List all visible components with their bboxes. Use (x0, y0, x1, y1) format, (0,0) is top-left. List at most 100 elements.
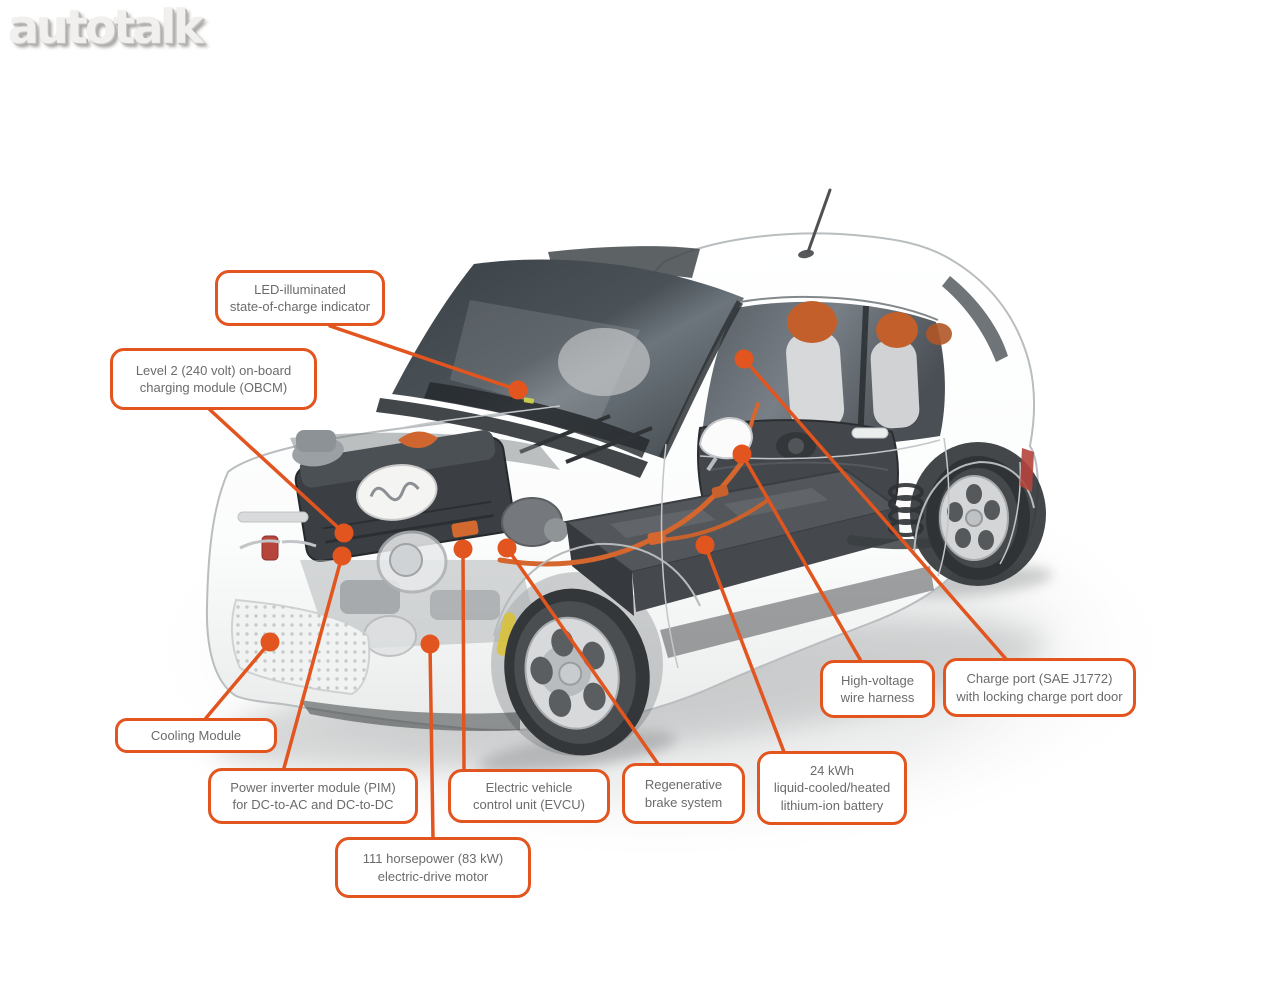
callout-line: LED-illuminated (254, 281, 346, 297)
callout-drive-motor: 111 horsepower (83 kW) electric-drive mo… (335, 837, 531, 898)
callout-charge-port: Charge port (SAE J1772) with locking cha… (943, 658, 1136, 717)
shock-absorber-icon (496, 612, 516, 656)
anchor-dot-hv-harness (732, 444, 752, 464)
anchor-dot-regen-brakes (497, 538, 517, 558)
callout-line: electric-drive motor (377, 868, 489, 884)
anchor-dot-cooling-module (260, 632, 280, 652)
callout-evcu: Electric vehicle control unit (EVCU) (448, 769, 610, 823)
leader-pim (282, 546, 352, 770)
front-wheel (504, 588, 650, 756)
front-spoke-pocket (583, 682, 606, 711)
callout-pim: Power inverter module (PIM) for DC-to-AC… (208, 768, 418, 824)
fiat-500-squiggle-icon (369, 481, 420, 502)
ancillary-box (296, 430, 336, 452)
front-seat-through-glass (558, 328, 650, 396)
front-seat-back (786, 331, 845, 431)
roof-drip-line (739, 295, 939, 321)
leader-evcu (453, 539, 473, 772)
callout-regen-brakes: Regenerative brake system (622, 763, 745, 824)
motor-vent-line (325, 514, 494, 544)
antenna-base (798, 249, 814, 259)
rear-hub-cap (965, 509, 983, 527)
callout-line: wire harness (840, 690, 915, 705)
callout-hv-harness: High-voltage wire harness (820, 660, 935, 718)
rear-spoke-pocket (966, 484, 982, 504)
callout-line: Level 2 (240 volt) on-board (135, 362, 292, 378)
upper-grille-slit (237, 511, 309, 523)
wiper-icon (565, 426, 653, 464)
engine-orange-cable-icon (398, 431, 438, 448)
callout-line: Charge port (SAE J1772) (966, 671, 1113, 687)
callout-line: liquid-cooled/heated (773, 780, 891, 796)
callout-led-indicator: LED-illuminated state-of-charge indicato… (215, 270, 385, 326)
callout-line: lithium-ion battery (780, 797, 884, 813)
leader-charge-port (734, 349, 1008, 661)
callout-battery: 24 kWh liquid-cooled/heated lithium-ion … (757, 751, 907, 825)
anchor-dot-battery (695, 535, 715, 555)
leader-regen-brakes (497, 538, 660, 766)
leader-battery (695, 535, 786, 754)
antenna-icon (806, 188, 832, 254)
door-handle (851, 427, 889, 439)
b-pillar (857, 305, 869, 445)
grille-whisker (281, 540, 317, 548)
callout-line: Electric vehicle (485, 779, 573, 795)
rear-seat-back (870, 339, 920, 429)
motor-badge (356, 464, 438, 521)
grille-whisker (239, 539, 281, 550)
rear-spoke-pocket (978, 530, 994, 550)
gearbox-coupler (544, 518, 568, 542)
callout-line: Cooling Module (150, 727, 242, 743)
mirror-stalk (706, 456, 718, 472)
callout-line: state-of-charge indicator (229, 299, 371, 314)
led-charge-indicator-icon (523, 397, 535, 404)
callout-line: Regenerative (644, 777, 723, 793)
leader-led-indicator (328, 324, 528, 400)
callout-line: for DC-to-AC and DC-to-DC (232, 797, 394, 812)
callout-obcm: Level 2 (240 volt) on-board charging mod… (110, 348, 317, 410)
anchor-dot-pim (332, 546, 352, 566)
anchor-dot-evcu (453, 539, 473, 559)
leader-obcm (206, 406, 354, 543)
tail-light (1020, 448, 1034, 492)
charger-ridge (709, 461, 889, 471)
orange-connector-icon (451, 520, 479, 538)
front-bumper-grille-perforation (231, 600, 370, 694)
hv-connector-icon (711, 484, 729, 499)
anchor-dot-drive-motor (420, 634, 440, 654)
front-hub-cap (558, 661, 583, 686)
charger-cap-center (788, 438, 804, 454)
motor-top-plate (299, 430, 496, 488)
rear-spoke-pocket (947, 502, 963, 522)
leader-drive-motor (420, 634, 440, 840)
callout-line: 24 kWh (809, 763, 855, 779)
front-spoke-pocket (530, 656, 553, 685)
leader-cooling-module (204, 632, 280, 720)
callout-line: charging module (OBCM) (139, 380, 288, 395)
callout-line: with locking charge port door (956, 688, 1123, 704)
autotalk-logo: autotalk (8, 0, 204, 54)
rear-wheel (926, 456, 1030, 580)
battery-pack-side (632, 508, 900, 612)
callout-line: High-voltage (841, 672, 914, 688)
callout-line: control unit (EVCU) (473, 797, 585, 812)
headrest-driver-icon (787, 301, 837, 343)
rear-spoke-pocket (955, 528, 971, 548)
fog-light (363, 615, 417, 657)
front-arch-line (493, 542, 701, 637)
anchor-dot-charge-port (734, 349, 754, 369)
sill-shadow (660, 566, 934, 658)
front-spoke-pocket (548, 689, 572, 717)
dashboard (424, 382, 650, 458)
callout-line: 111 horsepower (83 kW) (362, 851, 504, 867)
headlight-projector (389, 543, 423, 577)
callout-line: Power inverter module (PIM) (230, 779, 396, 795)
cowl-panel (376, 398, 648, 478)
callout-cooling-module: Cooling Module (115, 718, 277, 753)
rear-hatch-glass (942, 276, 1008, 362)
anchor-dot-obcm (334, 523, 354, 543)
anchor-dot-led-indicator (508, 380, 528, 400)
a-pillar-trim (658, 300, 744, 460)
